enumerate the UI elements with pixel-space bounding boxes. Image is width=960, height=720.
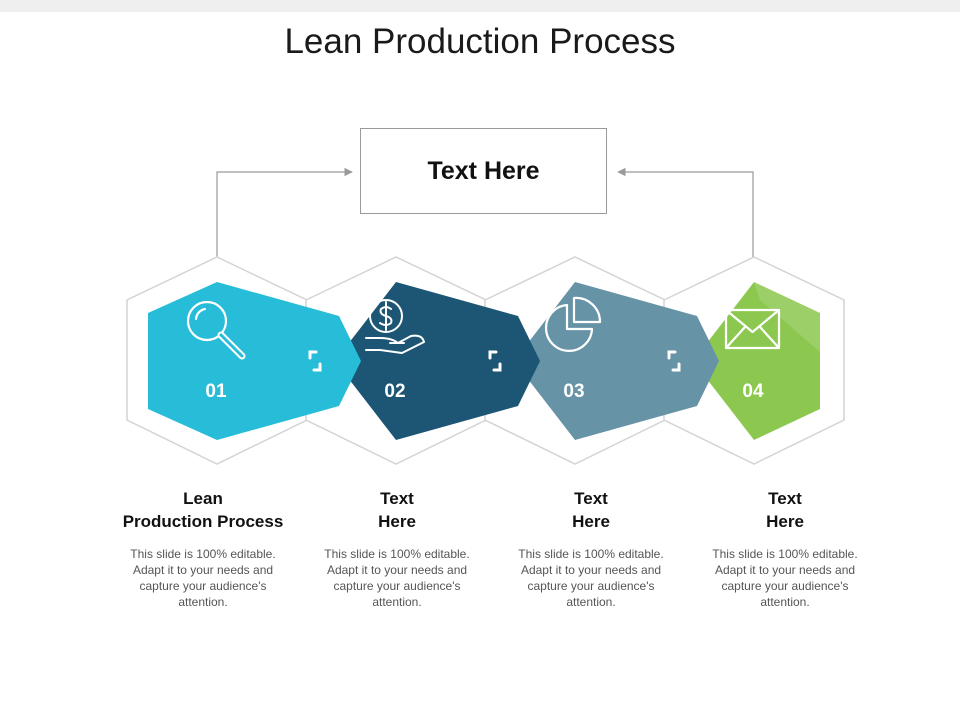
magnifier-icon	[186, 300, 246, 360]
right-connector-arrow	[617, 167, 754, 258]
envelope-icon	[724, 308, 781, 350]
left-connector-arrow	[216, 167, 353, 258]
step-number-3: 03	[563, 381, 584, 402]
step-3-heading: Text Here	[491, 487, 691, 533]
step-4-heading-line1: Text	[768, 489, 802, 508]
center-box: Text Here	[360, 128, 607, 214]
step-2-heading-line2: Here	[378, 512, 416, 531]
step-4-sheen	[754, 282, 820, 352]
step-3-heading-line1: Text	[574, 489, 608, 508]
top-bar	[0, 0, 960, 12]
step-2-heading: Text Here	[297, 487, 497, 533]
step-1-heading-line1: Lean	[183, 489, 223, 508]
step-4-shape	[693, 282, 820, 440]
step-number-1: 01	[205, 381, 227, 402]
link-icon	[308, 350, 322, 372]
step-1-heading-line2: Production Process	[122, 512, 284, 531]
center-box-label: Text Here	[427, 156, 540, 185]
step-4-heading-line2: Here	[766, 512, 804, 531]
slide-title: Lean Production Process	[284, 22, 676, 61]
step-1-shape	[148, 282, 361, 440]
step-1-description: This slide is 100% editable. Adapt it to…	[130, 547, 276, 609]
pie-chart-icon	[544, 296, 602, 353]
step-2-heading-line1: Text	[380, 489, 414, 508]
step-number-4: 04	[742, 381, 764, 402]
link-icon	[667, 350, 681, 372]
step-3-heading-line2: Here	[572, 512, 610, 531]
dollar-hand-icon	[365, 299, 425, 354]
step-3-description: This slide is 100% editable. Adapt it to…	[518, 547, 664, 609]
step-3-shape	[514, 282, 719, 440]
step-1-heading: Lean Production Process	[103, 487, 303, 533]
step-4-description: This slide is 100% editable. Adapt it to…	[712, 547, 858, 609]
step-2-description: This slide is 100% editable. Adapt it to…	[324, 547, 470, 609]
link-icon	[488, 350, 502, 372]
step-4-heading: Text Here	[685, 487, 885, 533]
step-number-2: 02	[384, 381, 405, 402]
